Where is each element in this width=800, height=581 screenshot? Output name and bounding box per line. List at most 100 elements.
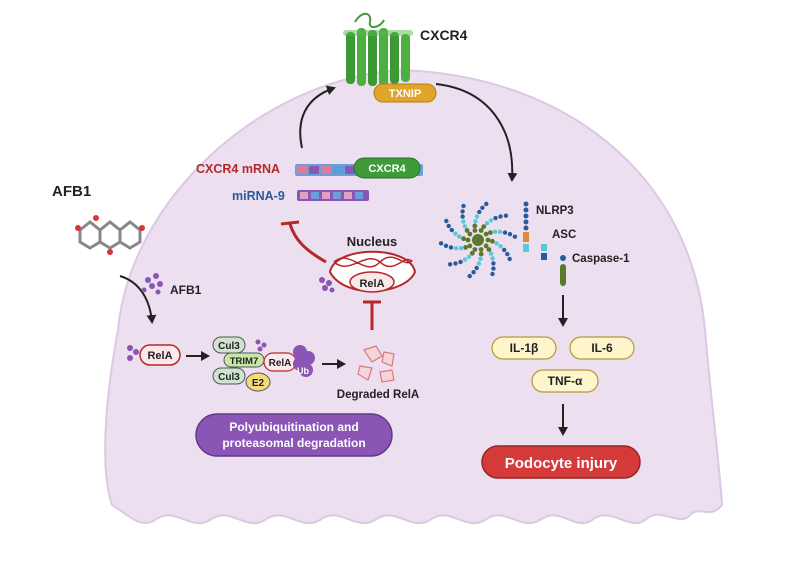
afb1-small-label: AFB1 xyxy=(170,283,202,297)
inflammasome-bead xyxy=(467,231,473,237)
cxcr4-mrna-label: CXCR4 mRNA xyxy=(196,162,280,176)
inflammasome-bead xyxy=(438,241,444,246)
inflammasome-bead xyxy=(461,219,466,224)
inhibition-to-mirna xyxy=(288,223,327,264)
inflammasome-bead xyxy=(507,256,512,262)
inflammasome-bead xyxy=(465,237,471,243)
il6-label: IL-6 xyxy=(591,341,613,355)
il1b-label: IL-1β xyxy=(510,341,539,355)
rela-complex-label: RelA xyxy=(269,358,292,369)
mirna-strand-icon xyxy=(297,190,369,201)
inflammasome-bead xyxy=(498,214,503,219)
inflammasome-bead xyxy=(443,243,449,248)
inflammasome-bead xyxy=(460,209,465,214)
poly-line2-label: proteasomal degradation xyxy=(222,436,365,450)
inflammasome-bead xyxy=(478,247,484,252)
inflammasome-bead xyxy=(476,261,482,266)
inflammasome-bead xyxy=(472,247,478,252)
dna-helix-icon xyxy=(333,256,413,268)
inflammasome-bead xyxy=(446,223,451,229)
cxcr4-protein-pill xyxy=(353,157,421,179)
ubiquitin-ligase-complex: Cul3 TRIM7 Cul3 E2 RelA Ub xyxy=(212,336,315,392)
poly-line1-label: Polyubiquitination and xyxy=(229,420,358,434)
inflammasome-bead xyxy=(461,203,466,209)
nucleus-label: Nucleus xyxy=(347,234,398,249)
inflammasome-bead xyxy=(497,229,503,234)
inflammasome-bead xyxy=(458,246,464,251)
afb1-dots-icon xyxy=(141,273,163,295)
caspase1-label: Caspase-1 xyxy=(572,253,630,265)
afb1-molecule-icon xyxy=(75,215,145,255)
rela-cyto-label: RelA xyxy=(147,350,172,362)
inflammasome-bead xyxy=(471,270,476,275)
txnip-label: TXNIP xyxy=(389,88,421,100)
inflammasome-bead xyxy=(444,218,449,224)
inflammasome-bead xyxy=(473,219,478,224)
il1b-badge xyxy=(491,336,557,360)
cul3-bottom-label: Cul3 xyxy=(218,372,240,383)
inflammasome-bead xyxy=(502,247,507,253)
nlrp3-inflammasome-icon xyxy=(438,201,518,279)
inflammasome-bead xyxy=(490,271,495,277)
inflammasome-bead xyxy=(488,218,494,223)
inflammasome-bead xyxy=(490,238,495,244)
inflammasome-bead xyxy=(464,228,470,233)
inflammasome-bead xyxy=(477,209,482,215)
inflammasome-bead xyxy=(478,228,484,233)
cell-body xyxy=(104,68,724,525)
ubiquitin-chain-icon xyxy=(293,345,315,377)
inflammasome-bead xyxy=(483,243,489,249)
inflammasome-bead xyxy=(462,257,468,262)
inflammasome-bead xyxy=(449,227,454,233)
inflammasome-bead xyxy=(490,256,495,261)
inflammasome-bead xyxy=(467,243,473,249)
e2-label: E2 xyxy=(252,378,265,389)
podocyte-injury-badge xyxy=(481,445,641,479)
tnfa-badge xyxy=(531,369,599,393)
arrow-to-cxcr4 xyxy=(299,85,336,149)
inflammasome-bead xyxy=(478,256,483,261)
inflammasome-bead xyxy=(474,214,480,219)
asc-label: ASC xyxy=(552,229,576,241)
inflammasome-bead xyxy=(507,232,513,237)
cxcr4-label: CXCR4 xyxy=(420,27,468,43)
cxcr4-protein-label: CXCR4 xyxy=(368,163,406,175)
arrow-to-inflammasome xyxy=(435,83,518,182)
inflammasome-bead xyxy=(491,261,496,266)
ub-label: Ub xyxy=(297,366,309,376)
inflammasome-bead xyxy=(478,251,484,257)
rela-nucleus-label: RelA xyxy=(359,278,384,290)
inflammasome-bead xyxy=(463,245,468,250)
inflammasome-bead xyxy=(491,266,496,271)
inflammasome-bead xyxy=(480,205,485,210)
inflammasome-bead xyxy=(498,244,503,249)
inflammasome-bead xyxy=(472,223,478,229)
inflammasome-bead xyxy=(467,273,472,279)
podocyte-injury-label: Podocyte injury xyxy=(505,455,618,472)
inflammasome-bead xyxy=(488,230,493,236)
inflammasome-bead xyxy=(458,259,463,265)
inflammasome-bead xyxy=(448,245,454,250)
rela-cyto-badge xyxy=(139,344,181,366)
cxcr4-receptor-icon xyxy=(343,12,413,86)
il6-badge xyxy=(569,336,635,360)
tnfa-label: TNF-α xyxy=(548,374,583,388)
inflammasome-bead xyxy=(453,246,459,251)
inflammasome-bead xyxy=(474,265,479,271)
cul3-top-label: Cul3 xyxy=(218,341,240,352)
afb1-dots-rela-icon xyxy=(127,345,139,361)
arrow-afb1-in xyxy=(119,275,157,324)
inflammasome-bead xyxy=(512,234,518,239)
polyubiquitination-badge xyxy=(195,413,393,457)
inflammasome-bead xyxy=(462,224,468,229)
afb1-dots-complex-icon xyxy=(255,339,267,352)
inflammasome-core xyxy=(472,234,484,246)
caspase1-component-icon xyxy=(560,255,566,286)
inflammasome-bead xyxy=(453,261,458,266)
inflammasome-bead xyxy=(505,251,510,257)
inflammasome-bead xyxy=(481,224,487,230)
inflammasome-bead xyxy=(486,247,492,252)
inflammasome-bead xyxy=(461,236,466,242)
